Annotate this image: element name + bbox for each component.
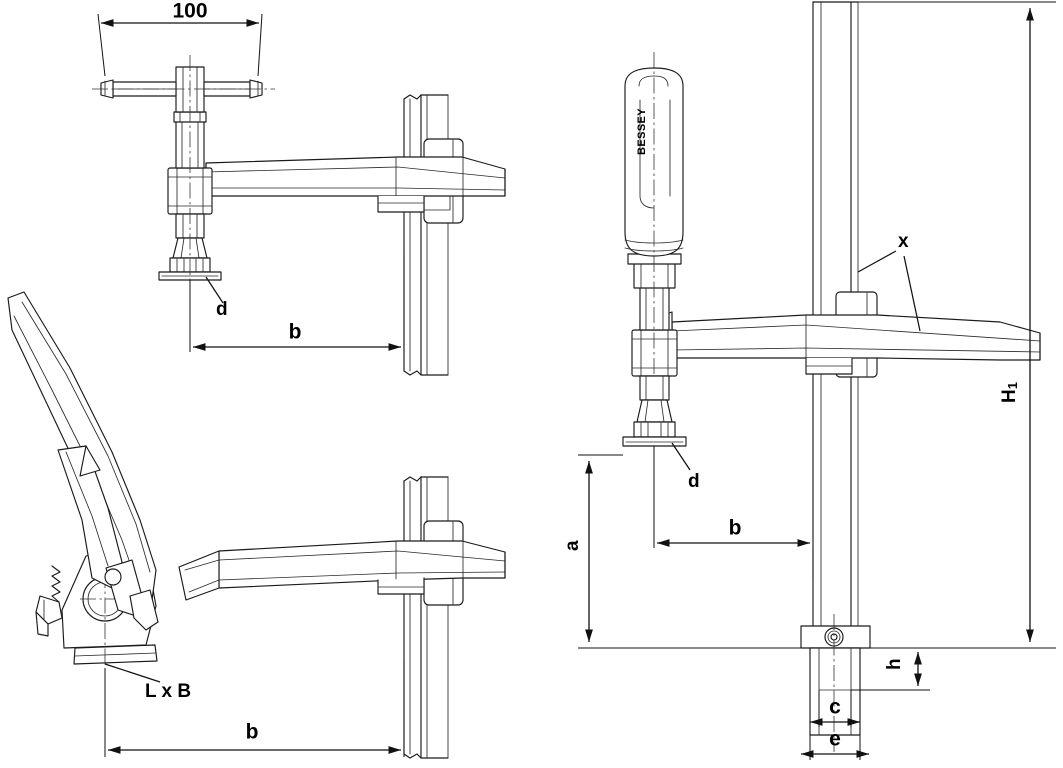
handle-grip-right: BESSEY bbox=[624, 52, 684, 470]
leader-d-top bbox=[205, 276, 224, 304]
dimension-label-b-right: b bbox=[729, 517, 742, 540]
dimension-label-b-bottom: b bbox=[246, 721, 259, 744]
clamp-arm-bottom bbox=[178, 540, 506, 601]
dimension-label-x: x bbox=[898, 231, 909, 252]
dimension-label-lxb: L x B bbox=[145, 681, 191, 702]
view-right-screw-clamp: BESSEY bbox=[562, 1, 1056, 760]
leader-d-right bbox=[671, 442, 691, 471]
dimension-e-right bbox=[801, 735, 869, 760]
pressure-pad-right bbox=[622, 421, 687, 447]
mounting-bracket-right bbox=[800, 614, 871, 752]
view-top-left-tscrew-clamp: 100 d b bbox=[92, 0, 506, 376]
svg-text:H1: H1 bbox=[999, 382, 1020, 403]
h1-sub: 1 bbox=[1005, 382, 1020, 389]
t-handle-crossbar-top bbox=[92, 66, 275, 113]
dimension-a-right bbox=[578, 454, 801, 649]
dimension-label-d-right: d bbox=[688, 471, 700, 492]
dimension-label-100: 100 bbox=[172, 0, 207, 23]
dimension-c-right bbox=[810, 690, 860, 727]
dimension-label-c: c bbox=[829, 696, 841, 719]
dimension-label-b-top: b bbox=[289, 321, 302, 344]
pressure-pad-top bbox=[158, 55, 222, 300]
h1-main: H bbox=[999, 389, 1020, 403]
leader-lxb bbox=[104, 663, 161, 683]
dimension-b-right bbox=[653, 446, 814, 580]
handle-ferrule-right bbox=[627, 253, 682, 289]
lever-handle-bottom bbox=[7, 291, 159, 631]
dimension-h-right bbox=[851, 647, 930, 691]
dimension-100-top bbox=[97, 13, 263, 77]
dimension-label-h: h bbox=[884, 658, 905, 670]
spindle-shaft-upper-right bbox=[639, 284, 670, 331]
dimension-b-top bbox=[189, 255, 405, 352]
view-bottom-left-lever-clamp: L x B b bbox=[7, 291, 506, 759]
clamp-arm-top bbox=[205, 156, 506, 213]
spindle-shaft-lower-right bbox=[636, 375, 673, 423]
dimension-label-a: a bbox=[562, 540, 583, 551]
handle-brand-text: BESSEY bbox=[636, 108, 648, 155]
dimension-label-d-top: d bbox=[216, 299, 228, 320]
dimension-label-e: e bbox=[829, 728, 841, 751]
spindle-housing-right bbox=[631, 329, 678, 377]
leader-x-right bbox=[857, 250, 921, 332]
dimension-label-h1: H1 bbox=[999, 382, 1020, 403]
dimension-b-bottom bbox=[104, 660, 405, 757]
